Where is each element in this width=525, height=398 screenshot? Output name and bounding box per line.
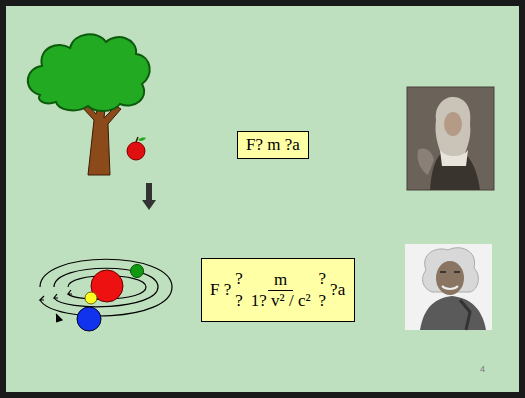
formula-text: F? m ?a	[246, 135, 300, 155]
planet	[85, 292, 97, 304]
formula-part: F? m ?a	[244, 135, 302, 155]
formula-text: ?	[235, 290, 243, 312]
formula-part: ??	[317, 268, 329, 312]
formula-part: ??	[233, 268, 245, 312]
einstein-photo	[405, 244, 492, 330]
formula-text: 1? v² / c²	[247, 291, 315, 311]
apple-tree	[28, 34, 150, 175]
planet	[77, 307, 101, 331]
solar-system	[40, 259, 172, 322]
slide-frame	[3, 3, 522, 395]
formula-box: F ???m1? v² / c²???a	[201, 258, 355, 322]
planet	[131, 265, 144, 278]
formula-text: ?a	[330, 280, 345, 300]
formula-text: m	[268, 270, 293, 291]
falling-arrow	[142, 183, 156, 210]
formula-text: ?	[319, 290, 327, 312]
newton-portrait	[407, 87, 494, 190]
formula-text: F ?	[210, 280, 231, 300]
formula-part: F ?	[208, 280, 233, 300]
formula-text: ?	[235, 268, 243, 290]
apple	[127, 137, 146, 160]
page-number: 4	[480, 364, 485, 374]
formula-text: ?	[319, 268, 327, 290]
formula-box: F? m ?a	[237, 131, 309, 159]
formula-part: ?a	[328, 280, 347, 300]
formula-part: m1? v² / c²	[245, 270, 317, 310]
